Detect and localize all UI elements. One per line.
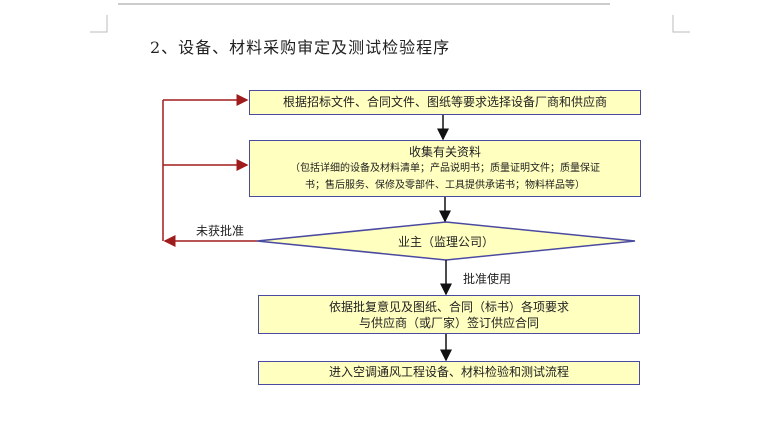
step3-line2: 与供应商（或厂家）签订供应合同 [358, 316, 539, 330]
decision-diamond [256, 221, 636, 261]
step-select-supplier: 根据招标文件、合同文件、图纸等要求选择设备厂商和供应商 [249, 90, 641, 115]
corner-mark-right [672, 15, 690, 33]
step-collect-materials: 收集有关资料 （包括详细的设备及材料清单；产品说明书；质量证明文件；质量保证 书… [249, 140, 641, 197]
step2-detail-1: （包括详细的设备及材料清单；产品说明书；质量证明文件；质量保证 [290, 163, 600, 174]
step1-text: 根据招标文件、合同文件、图纸等要求选择设备厂商和供应商 [282, 95, 607, 109]
corner-mark-left [90, 15, 108, 33]
reject-label: 未获批准 [196, 224, 245, 238]
section-heading: 2、设备、材料采购审定及测试检验程序 [150, 38, 451, 57]
step2-title: 收集有关资料 [408, 145, 481, 159]
decision-label: 业主（监理公司） [397, 235, 494, 249]
step-sign-contract: 依据批复意见及图纸、合同（标书）各项要求 与供应商（或厂家）签订供应合同 [258, 295, 640, 334]
step-inspection-testing: 进入空调通风工程设备、材料检验和测试流程 [258, 361, 640, 385]
step4-text: 进入空调通风工程设备、材料检验和测试流程 [328, 365, 569, 379]
approve-label: 批准使用 [463, 272, 512, 286]
step3-line1: 依据批复意见及图纸、合同（标书）各项要求 [328, 300, 569, 314]
step2-detail-2: 书；售后服务、保修及零部件、工具提供承诺书；物料样品等） [305, 180, 585, 191]
